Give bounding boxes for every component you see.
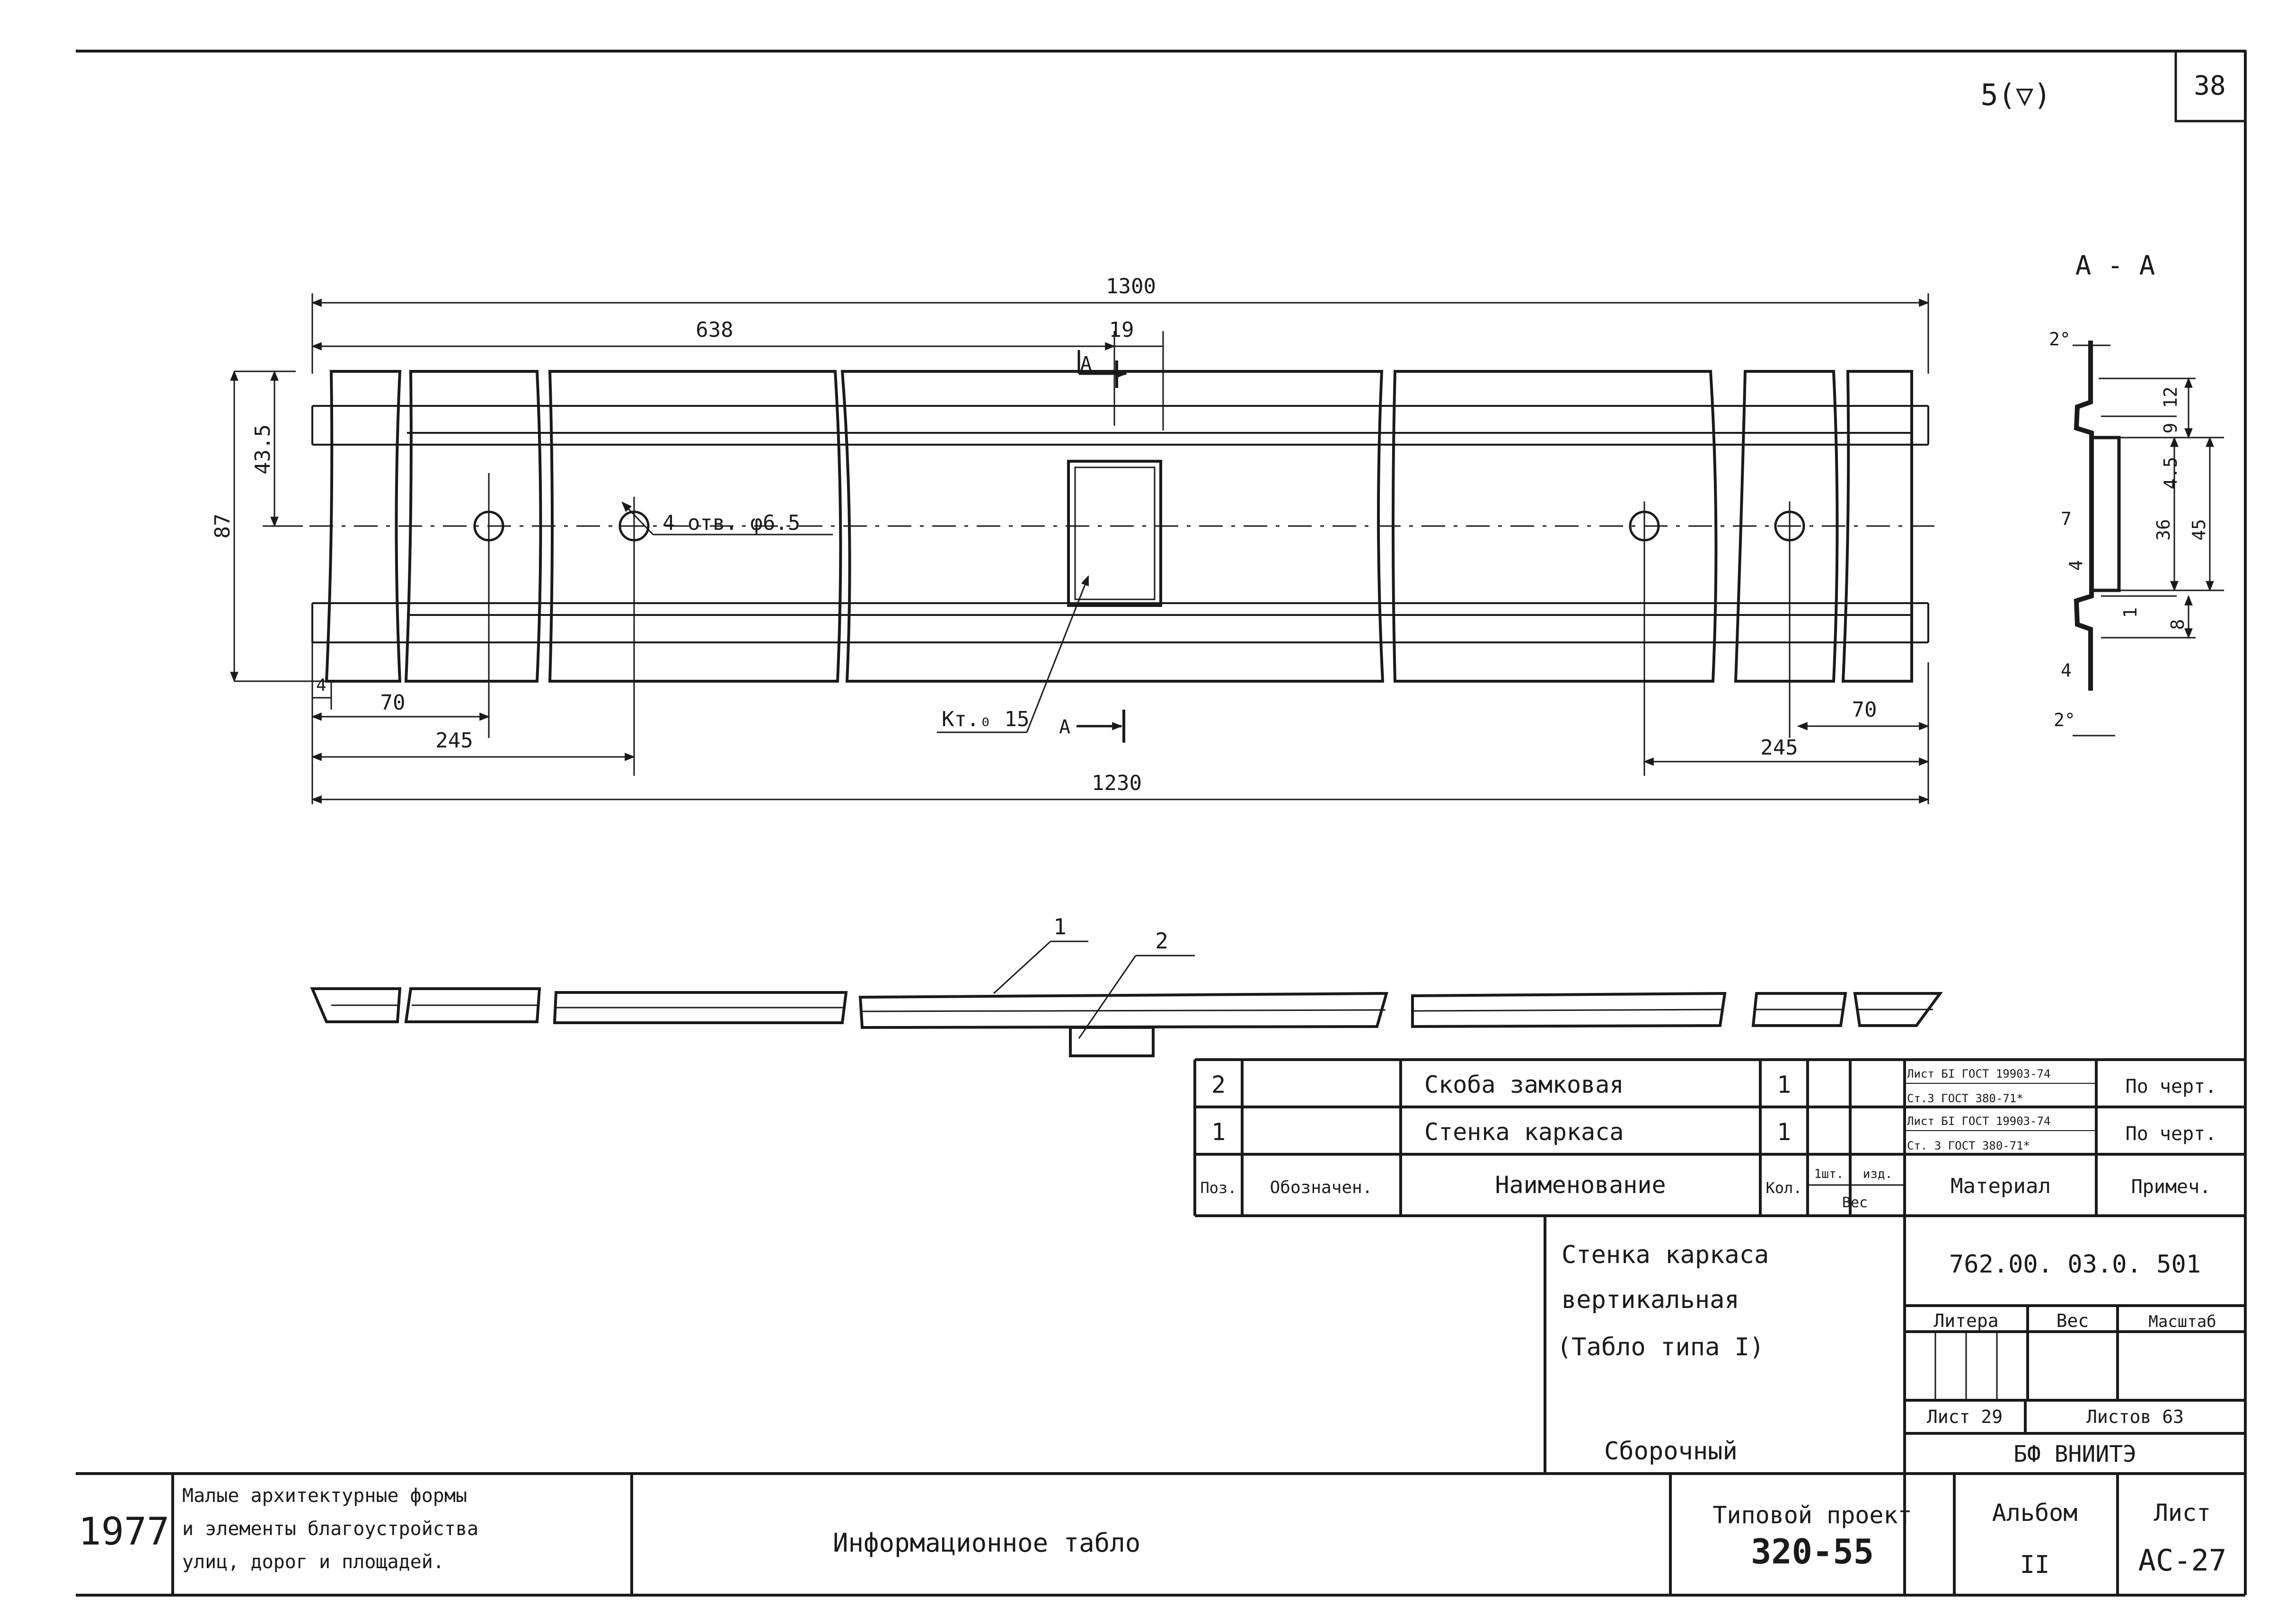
dim-half-height: 43.5 [251, 424, 275, 474]
elevation-pos-1: 1 [1053, 914, 1067, 939]
spec-row-qty: 1 [1777, 1118, 1791, 1146]
part-name-line-2: вертикальная [1562, 1286, 1739, 1314]
corner-sheet-box: 38 [2174, 50, 2247, 123]
section-title: А - А [2075, 250, 2155, 281]
spec-row-note: По черт. [2126, 1123, 2217, 1145]
organisation: БФ ВНИИТЭ [2013, 1441, 2136, 1467]
dim-height: 87 [211, 514, 235, 539]
front-dimension-labels: 1300 638 19 А 43.5 87 4 70 245 70 245 12… [211, 274, 1877, 795]
spec-header-weight-unit: 1шт. [1814, 1167, 1844, 1181]
dim-bottom: 1230 [1092, 771, 1142, 795]
project-number: 320-55 [1751, 1532, 1874, 1571]
dim-edge-gap: 4 [316, 676, 327, 695]
lock-bracket-outline [1067, 460, 1162, 607]
holes-note: 4 отв. φ6.5 [662, 511, 800, 535]
title-block: Стенка каркаса вертикальная (Табло типа … [76, 1216, 2245, 1595]
spec-row-pos: 2 [1211, 1071, 1226, 1098]
sec-dim-7: 7 [2061, 509, 2072, 529]
elevation-view [310, 940, 1943, 1057]
sec-dim-4-small: 4 [2066, 560, 2086, 571]
corner-sheet-number: 38 [2194, 70, 2225, 101]
front-view [265, 370, 1940, 776]
weld-note: Кт.₀ 15 [942, 707, 1029, 731]
roughness-mark: 5(▽) [1980, 78, 2051, 112]
spec-row-material-2: Ст. 3 ГОСТ 380-71* [1907, 1139, 2030, 1152]
part-name-line-1: Стенка каркаса [1562, 1241, 1769, 1269]
sec-dim-9: 9 [2160, 423, 2181, 434]
front-segment-5 [1392, 370, 1718, 683]
album-label: Альбом [1992, 1499, 2078, 1527]
front-segment-1 [325, 370, 402, 683]
elevation-bracket [1069, 1026, 1155, 1057]
front-segment-7 [1841, 370, 1913, 683]
sec-dim-4-5: 4.5 [2160, 457, 2181, 490]
spec-header-note: Примеч. [2131, 1176, 2211, 1198]
spec-row-qty: 1 [1777, 1071, 1791, 1098]
spec-table: 2 Скоба замковая 1 Лист БI ГОСТ 19903-74… [1193, 1058, 2245, 1217]
drawing-designation: 762.00. 03.0. 501 [1949, 1250, 2201, 1279]
front-segment-6 [1734, 370, 1839, 683]
dim-left-245: 245 [435, 729, 473, 753]
sheet-number: Лист 29 [1927, 1406, 2003, 1427]
drawing-frame [76, 50, 2247, 1597]
cut-mark-bottom: А [1059, 716, 1070, 738]
section-view: А - А 2° 12 9 4.5 36 45 8 7 4 1 [2049, 250, 2224, 737]
front-dimensions [230, 293, 1930, 804]
front-segment-2 [404, 370, 542, 683]
litera-label: Литера [1933, 1310, 1998, 1331]
sheets-total: Листов 63 [2086, 1406, 2184, 1427]
spec-row-material-1: Лист БI ГОСТ 19903-74 [1907, 1067, 2050, 1080]
part-name-line-3: (Табло типа I) [1557, 1333, 1764, 1361]
object-name: Информационное табло [833, 1528, 1140, 1558]
sec-dim-36: 36 [2153, 519, 2174, 541]
elevation-pos-2: 2 [1155, 928, 1168, 954]
sec-dim-1: 1 [2120, 607, 2141, 618]
project-description-2: и элементы благоустройства [182, 1518, 478, 1540]
spec-header-weight: Вес [1842, 1194, 1868, 1211]
spec-header-qty: Кол. [1765, 1179, 1802, 1197]
sec-dim-12: 12 [2160, 386, 2181, 408]
scale-label: Масштаб [2148, 1312, 2216, 1331]
dim-right-245: 245 [1760, 736, 1798, 760]
spec-header-name: Наименование [1495, 1171, 1666, 1199]
year: 1977 [79, 1510, 170, 1554]
spec-header-material: Материал [1951, 1174, 2051, 1198]
sec-dim-4: 4 [2061, 660, 2072, 681]
sec-dim-2-bottom: 2° [2054, 710, 2075, 730]
spec-row-name: Стенка каркаса [1424, 1118, 1624, 1146]
dim-cut-width: 19 [1109, 318, 1134, 342]
dim-to-center: 638 [696, 318, 733, 342]
spec-row-material-2: Ст.3 ГОСТ 380-71* [1907, 1092, 2023, 1105]
spec-row-note: По черт. [2126, 1076, 2217, 1097]
weight-label: Вес [2057, 1310, 2089, 1331]
spec-row-pos: 1 [1211, 1118, 1226, 1146]
spec-header-pos: Поз. [1200, 1179, 1236, 1197]
front-segment-4 [840, 370, 1385, 683]
album-number: II [2020, 1551, 2050, 1579]
spec-row-material-1: Лист БI ГОСТ 19903-74 [1907, 1115, 2050, 1128]
sec-dim-45: 45 [2189, 519, 2209, 541]
cut-mark-top: А [1080, 353, 1092, 375]
sec-dim-2-top: 2° [2049, 329, 2071, 350]
project-description-3: улиц, дорог и площадей. [182, 1551, 444, 1573]
document-type: Сборочный [1604, 1437, 1738, 1466]
dim-right-70: 70 [1852, 698, 1877, 722]
spec-header-weight-prod: изд. [1863, 1167, 1893, 1181]
spec-row-name: Скоба замковая [1424, 1071, 1624, 1098]
project-description-1: Малые архитектурные формы [182, 1485, 467, 1507]
dim-overall-top: 1300 [1106, 274, 1156, 298]
sheet-label: Лист [2154, 1499, 2211, 1527]
sec-dim-8: 8 [2167, 619, 2188, 630]
spec-header-designation: Обозначен. [1270, 1178, 1373, 1197]
dim-left-70: 70 [380, 691, 406, 715]
sheet-code: АС-27 [2138, 1543, 2227, 1578]
typical-project-label: Типовой проект [1712, 1501, 1912, 1529]
